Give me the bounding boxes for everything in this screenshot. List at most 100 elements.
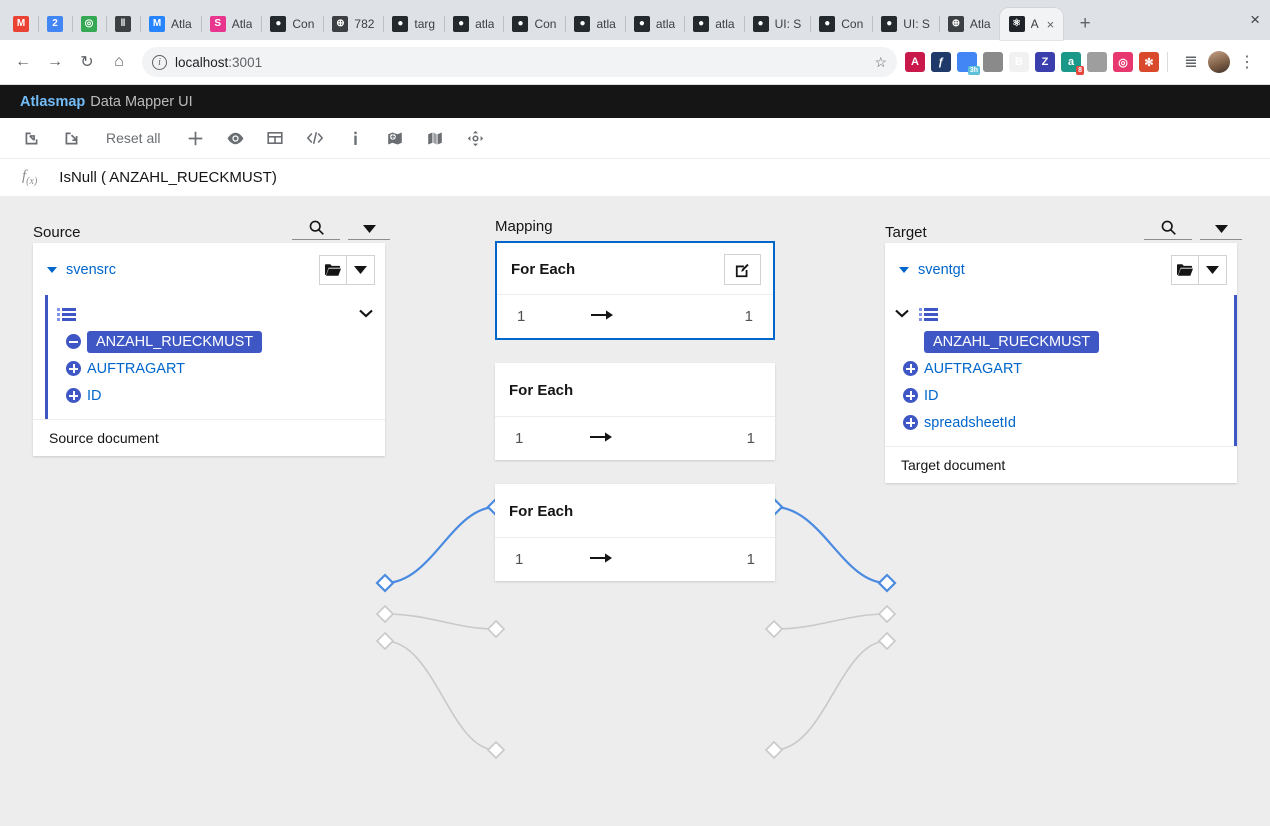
avatar[interactable] <box>1208 51 1230 73</box>
target-collection-row[interactable] <box>885 300 1234 328</box>
media-list-icon[interactable]: ≣ <box>1184 54 1198 71</box>
add-icon[interactable] <box>178 123 212 153</box>
browser-tab[interactable]: M <box>4 8 38 40</box>
field-row[interactable]: ANZAHL_RUECKMUST <box>48 328 385 355</box>
source-expand-caret-icon[interactable] <box>47 267 57 273</box>
plus-circle-icon[interactable] <box>66 361 81 376</box>
export-icon[interactable] <box>54 123 88 153</box>
plus-circle-icon[interactable] <box>903 415 918 430</box>
import-icon[interactable] <box>14 123 48 153</box>
browser-tab[interactable]: 2 <box>38 8 72 40</box>
mapper-canvas: Source svensrc <box>0 197 1270 826</box>
field-row[interactable]: ID <box>48 382 385 409</box>
target-collection-chevron-icon[interactable] <box>895 305 909 323</box>
maps-icon: ◎ <box>81 16 97 32</box>
info-icon[interactable] <box>338 123 372 153</box>
field-name[interactable]: ANZAHL_RUECKMUST <box>924 330 1100 353</box>
reset-all-button[interactable]: Reset all <box>106 130 161 146</box>
code-icon[interactable] <box>298 123 332 153</box>
target-options-button[interactable] <box>1200 225 1242 240</box>
address-bar[interactable]: i localhost:3001 ☆ <box>142 47 897 77</box>
target-document-header[interactable]: sventgt <box>885 243 1237 295</box>
back-icon[interactable]: ← <box>15 53 31 70</box>
site-info-icon[interactable]: i <box>152 54 167 70</box>
field-name[interactable]: AUFTRAGART <box>87 360 186 377</box>
source-folder-open-icon[interactable] <box>319 255 347 285</box>
reload-icon[interactable]: ↻ <box>80 54 94 71</box>
field-name[interactable]: AUFTRAGART <box>924 360 1023 377</box>
browser-tab[interactable]: ●atla <box>624 8 684 40</box>
browser-tab[interactable]: ●Con <box>261 8 323 40</box>
browser-tab[interactable]: ⊕Atla <box>938 8 1000 40</box>
formula-bar[interactable]: f(x) IsNull ( ANZAHL_RUECKMUST) <box>0 159 1270 197</box>
window-close-button[interactable]: × <box>1250 10 1260 29</box>
field-name[interactable]: ANZAHL_RUECKMUST <box>87 330 263 353</box>
source-collection-row[interactable] <box>48 300 385 328</box>
browser-tab[interactable]: ●targ <box>383 8 444 40</box>
move-icon[interactable] <box>458 123 492 153</box>
extension-drop[interactable] <box>1087 52 1107 72</box>
extension-a[interactable]: A <box>905 52 925 72</box>
minus-circle-icon[interactable] <box>66 334 81 349</box>
field-name[interactable]: spreadsheetId <box>924 414 1016 431</box>
forward-icon[interactable]: → <box>47 53 63 70</box>
browser-tab[interactable]: ●UI: S <box>872 8 939 40</box>
source-document-name[interactable]: svensrc <box>66 262 116 278</box>
source-options-button[interactable] <box>348 225 390 240</box>
source-document-menu-icon[interactable] <box>347 255 375 285</box>
browser-tab[interactable]: ●atla <box>565 8 624 40</box>
extension-b[interactable]: B <box>1009 52 1029 72</box>
map-icon[interactable] <box>418 123 452 153</box>
field-name[interactable]: ID <box>924 387 939 404</box>
extension-f[interactable]: ƒ <box>931 52 951 72</box>
browser-tab[interactable]: ●Con <box>810 8 872 40</box>
field-row[interactable]: AUFTRAGART <box>885 355 1234 382</box>
target-folder-open-icon[interactable] <box>1171 255 1199 285</box>
source-collection-chevron-icon[interactable] <box>359 305 373 323</box>
browser-tab[interactable]: ⚛A× <box>999 8 1064 40</box>
source-search-button[interactable] <box>292 219 340 240</box>
plus-circle-icon[interactable] <box>903 361 918 376</box>
tab-close-icon[interactable]: × <box>1046 16 1055 32</box>
target-document-name[interactable]: sventgt <box>918 262 965 278</box>
bookmark-star-icon[interactable]: ☆ <box>874 53 887 70</box>
plus-circle-icon[interactable] <box>903 388 918 403</box>
field-row[interactable]: ANZAHL_RUECKMUST <box>885 328 1234 355</box>
browser-menu-icon[interactable]: ⋮ <box>1239 54 1255 71</box>
target-document-menu-icon[interactable] <box>1199 255 1227 285</box>
mapped-fields-icon[interactable] <box>378 123 412 153</box>
new-tab-button[interactable]: + <box>1079 13 1091 34</box>
browser-tab[interactable]: ●Con <box>503 8 565 40</box>
field-name[interactable]: ID <box>87 387 102 404</box>
browser-tab[interactable]: ●UI: S <box>743 8 811 40</box>
eye-icon[interactable] <box>218 123 252 153</box>
tab-label: targ <box>414 17 436 31</box>
browser-tab[interactable]: ●atla <box>684 8 743 40</box>
source-document-header[interactable]: svensrc <box>33 243 385 295</box>
plus-circle-icon[interactable] <box>66 388 81 403</box>
target-search-button[interactable] <box>1144 219 1192 240</box>
browser-tab[interactable]: ●atla <box>444 8 503 40</box>
target-expand-caret-icon[interactable] <box>899 267 909 273</box>
browser-tab[interactable]: ‖ <box>106 8 140 40</box>
field-row[interactable]: ID <box>885 382 1234 409</box>
browser-tab[interactable]: ⊕782 <box>323 8 383 40</box>
field-row[interactable]: AUFTRAGART <box>48 355 385 382</box>
field-row[interactable]: spreadsheetId <box>885 409 1234 436</box>
table-icon[interactable] <box>258 123 292 153</box>
extension-calendar[interactable]: 3h <box>957 52 980 75</box>
home-icon[interactable]: ⌂ <box>114 53 124 70</box>
edit-icon[interactable] <box>724 254 761 285</box>
extension-zotero[interactable]: Z <box>1035 52 1055 72</box>
extension-bug[interactable]: ✻ <box>1139 52 1159 72</box>
browser-tab[interactable]: ◎ <box>72 8 106 40</box>
extension-photo[interactable] <box>983 52 1003 72</box>
extension-spiral[interactable]: ◎ <box>1113 52 1133 72</box>
